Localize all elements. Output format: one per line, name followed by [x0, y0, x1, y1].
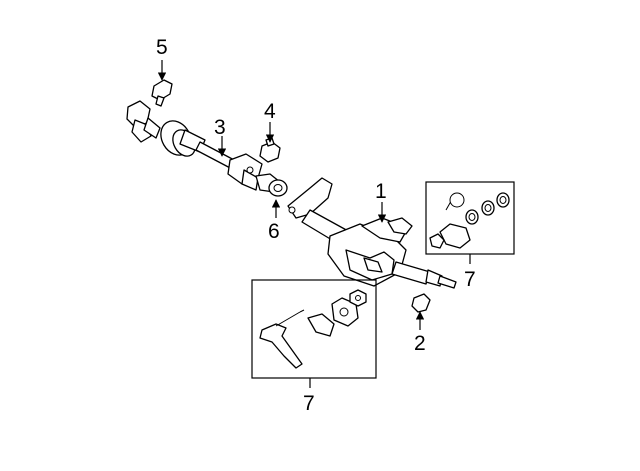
clip-2[interactable] [411, 293, 431, 313]
callout-7-right: 7 [464, 268, 476, 291]
steering-column-assembly[interactable] [287, 177, 457, 289]
callout-7-lower: 7 [303, 392, 315, 415]
callout-1: 1 [375, 180, 387, 203]
bolt-4[interactable] [259, 137, 281, 163]
callout-2: 2 [414, 332, 426, 355]
callout-4: 4 [264, 100, 276, 123]
kit-box-lower[interactable] [251, 279, 377, 388]
callout-3: 3 [214, 116, 226, 139]
bolt-5[interactable] [151, 79, 173, 107]
callout-5: 5 [156, 36, 168, 59]
callout-6: 6 [268, 220, 280, 243]
nut-6[interactable] [268, 179, 288, 197]
kit-box-right[interactable] [425, 181, 515, 264]
intermediate-shaft[interactable] [126, 100, 281, 193]
